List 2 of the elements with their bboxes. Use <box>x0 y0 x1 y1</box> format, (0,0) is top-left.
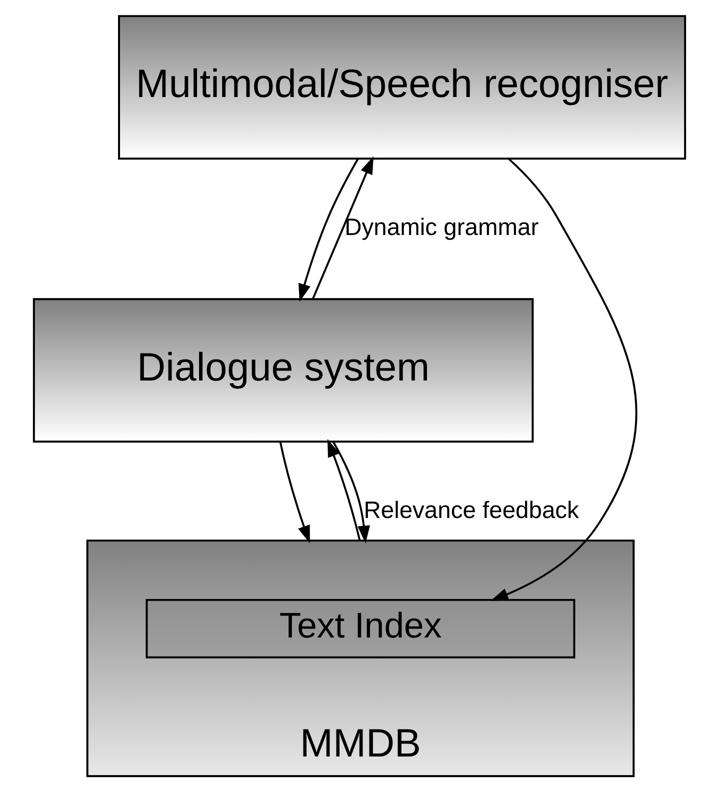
edge-label: Relevance feedback <box>364 497 579 524</box>
edge-label: Dynamic grammar <box>344 214 539 241</box>
